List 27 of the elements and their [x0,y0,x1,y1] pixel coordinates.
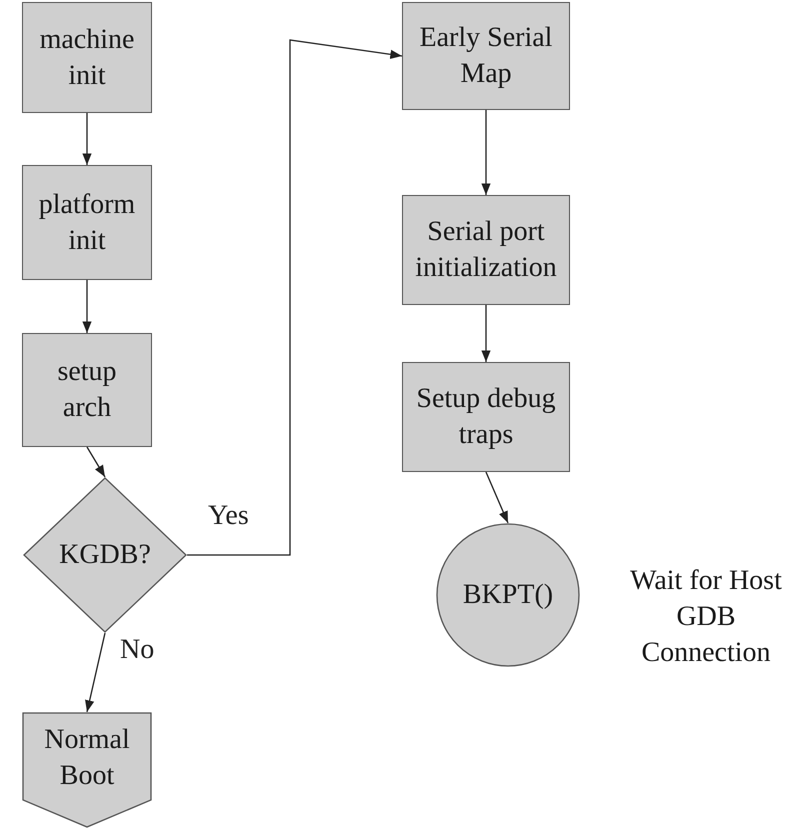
arrow [82,280,92,333]
node-text: Serial port initialization [414,215,558,285]
process-box [22,2,152,113]
node-caption: Wait for Host GDB Connection [629,564,783,670]
node-text: BKPT() [462,578,554,612]
arrow [481,305,491,362]
process-box [402,362,570,472]
process-box [22,165,152,280]
arrow [187,39,402,556]
arrow [82,113,92,165]
node-text: Normal Boot [43,723,131,793]
node-text: Setup debug traps [415,382,557,452]
breakpoint-circle [436,523,580,667]
process-box [22,333,152,447]
arrow [481,110,491,195]
node-text: platform init [38,188,136,258]
node-text: machine init [38,22,136,92]
node-text: setup arch [56,355,118,425]
node-text: KGDB? [59,538,151,572]
arrow [485,472,509,524]
arrow [85,632,106,712]
arrow [86,446,106,478]
terminal-shape [22,712,152,828]
node-text: Early Serial Map [418,21,554,91]
process-box [402,2,570,110]
decision-diamond [23,477,187,633]
process-box [402,195,570,305]
